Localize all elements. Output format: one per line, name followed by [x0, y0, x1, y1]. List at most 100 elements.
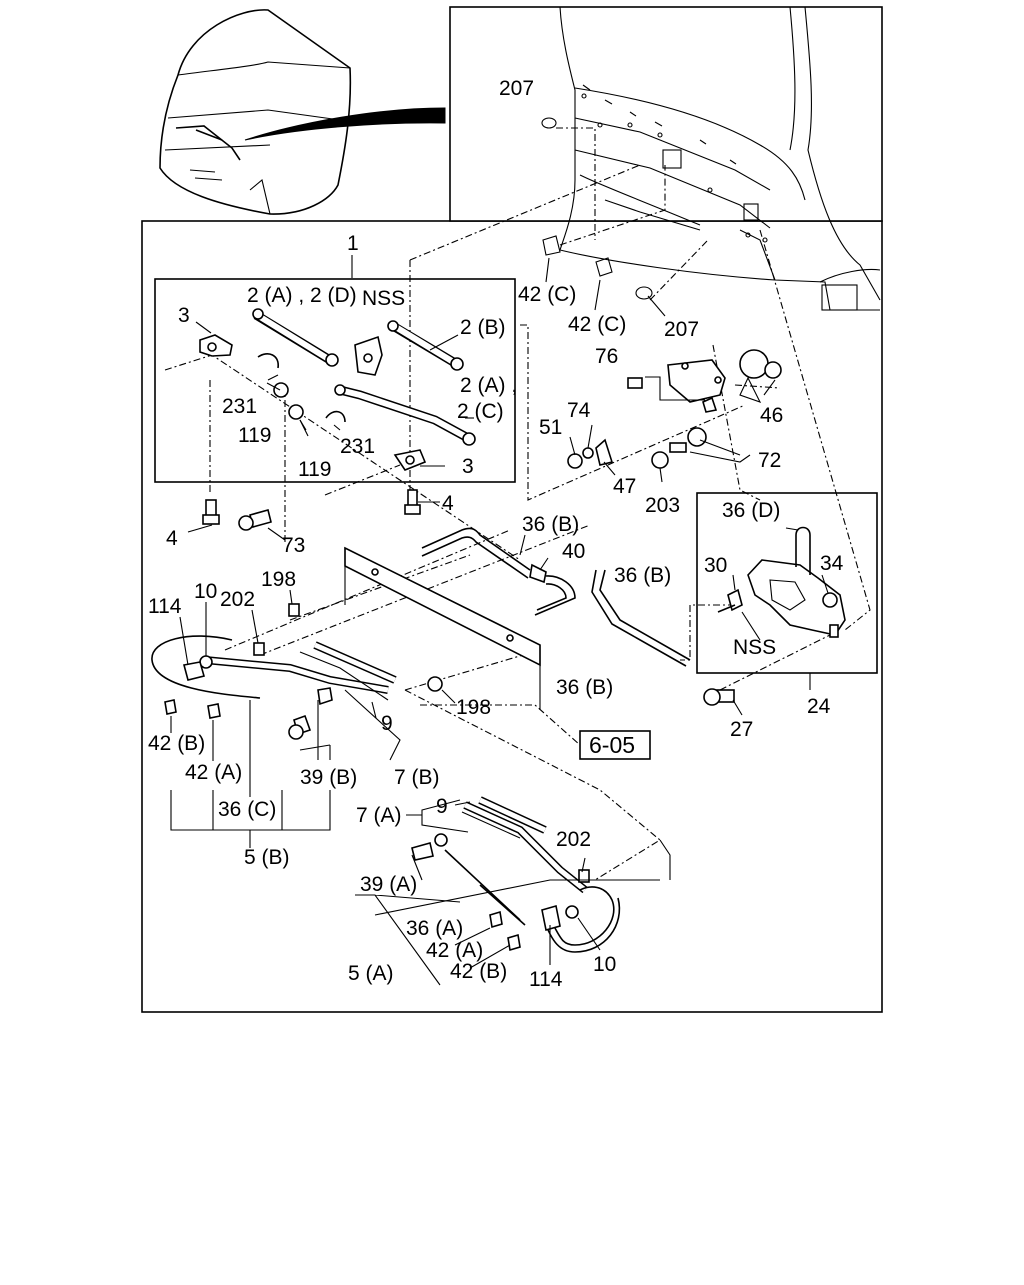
bracket-lines [170, 255, 829, 986]
label-36d: 36 (D) [722, 499, 780, 522]
nozzle-39a [411, 842, 434, 861]
motor-linkage-parts [567, 349, 782, 469]
cab-front-panel [541, 6, 881, 311]
label-10-left: 10 [194, 580, 217, 603]
washer-119-a [273, 382, 289, 398]
label-3-upper: 3 [178, 304, 190, 327]
motor-assembly-box [696, 492, 878, 674]
plug-34 [822, 592, 838, 608]
hose-36c [151, 635, 261, 699]
label-207-upper: 207 [499, 77, 534, 100]
label-5b: 5 (B) [244, 846, 290, 869]
label-119-b: 119 [298, 458, 331, 481]
callout-labels: 1 2 (A) , 2 (D) NSS 3 2 (B) 2 (A) , 2 (C… [148, 77, 844, 991]
nut-72 [687, 427, 707, 447]
label-202-right: 202 [556, 828, 591, 851]
hose-36b-3 [599, 569, 691, 661]
frames [141, 6, 883, 1013]
link-assembly-box [154, 278, 516, 483]
label-207-lower: 207 [664, 318, 699, 341]
clip-42c-b [595, 257, 613, 277]
nut-10-right [565, 905, 579, 919]
label-3-lower: 3 [462, 455, 474, 478]
label-4-left: 4 [166, 527, 178, 550]
label-47: 47 [613, 475, 636, 498]
wiper-blade-icon [175, 125, 241, 161]
washer-74 [582, 447, 594, 459]
label-30: 30 [704, 554, 727, 577]
cab-view-frame [449, 6, 883, 222]
label-2c: 2 (C) [457, 400, 504, 423]
hose-36b-1 [421, 527, 531, 571]
clip-42c-a [542, 235, 561, 256]
washer-119-b [288, 404, 304, 420]
label-4-right: 4 [442, 492, 454, 515]
clip-202-right [578, 869, 590, 883]
joint-40 [529, 563, 547, 584]
clip-202-left [253, 642, 265, 656]
page-reference-box[interactable] [579, 730, 651, 760]
label-42c-a: 42 (C) [518, 283, 576, 306]
nozzle-30 [727, 588, 743, 612]
label-46: 46 [760, 404, 783, 427]
label-5a: 5 (A) [348, 962, 394, 985]
label-40: 40 [562, 540, 585, 563]
bolts [202, 489, 421, 531]
motor-bracket [667, 359, 726, 403]
grommet-207-lower [635, 286, 653, 300]
label-24: 24 [807, 695, 831, 718]
label-42a-right: 42 (A) [426, 939, 483, 962]
washer-motor-24 [747, 559, 846, 636]
label-9-a: 9 [381, 712, 393, 735]
clip-42a-right [489, 910, 503, 929]
nut-203 [651, 451, 669, 469]
label-76: 76 [595, 345, 618, 368]
wiper-arm-b [151, 635, 397, 740]
plug-198-lower [427, 676, 443, 692]
hose-36b-2 [534, 575, 576, 616]
label-34: 34 [820, 552, 844, 575]
label-42c-b: 42 (C) [568, 313, 626, 336]
label-36b-1: 36 (B) [522, 513, 579, 536]
bolt-76 [627, 377, 643, 389]
clip-42b-left [164, 699, 177, 715]
callout-pointer-icon [244, 107, 446, 141]
clip-42b-right [507, 933, 521, 952]
label-231-b: 231 [340, 435, 375, 458]
label-114-right: 114 [529, 968, 563, 991]
label-36c: 36 (C) [218, 798, 276, 821]
crank-arm-47 [595, 438, 614, 466]
label-2b: 2 (B) [460, 316, 506, 339]
clip-231-b [325, 410, 346, 423]
label-198-upper: 198 [261, 568, 296, 591]
page-reference[interactable]: 6-05 [579, 730, 651, 760]
label-27: 27 [730, 718, 753, 741]
clip-231-a [257, 353, 279, 369]
label-42b-left: 42 (B) [148, 732, 205, 755]
plug-198-upper [288, 603, 300, 617]
label-74: 74 [567, 399, 591, 422]
label-119-a: 119 [238, 424, 271, 447]
label-42b-right: 42 (B) [450, 960, 507, 983]
cap-114-right [541, 904, 561, 932]
hose-loop-a [544, 886, 615, 946]
label-10-right: 10 [593, 953, 616, 976]
label-2ad: 2 (A) , 2 (D) [247, 284, 357, 307]
label-9-b: 9 [436, 795, 448, 818]
label-36b-2: 36 (B) [614, 564, 671, 587]
hose-36d [795, 526, 811, 575]
motor-46 [739, 349, 769, 379]
label-42a-left: 42 (A) [185, 761, 242, 784]
link-assembly-parts [199, 308, 476, 471]
label-39a: 39 (A) [360, 873, 417, 896]
cowl-and-hoses [288, 527, 691, 710]
label-114-left: 114 [148, 595, 182, 618]
label-7b: 7 (B) [394, 766, 440, 789]
label-202-left: 202 [220, 588, 255, 611]
label-231-a: 231 [222, 395, 257, 418]
label-51: 51 [539, 416, 562, 439]
label-36a: 36 (A) [406, 917, 463, 940]
page-reference-text: 6-05 [589, 732, 635, 758]
